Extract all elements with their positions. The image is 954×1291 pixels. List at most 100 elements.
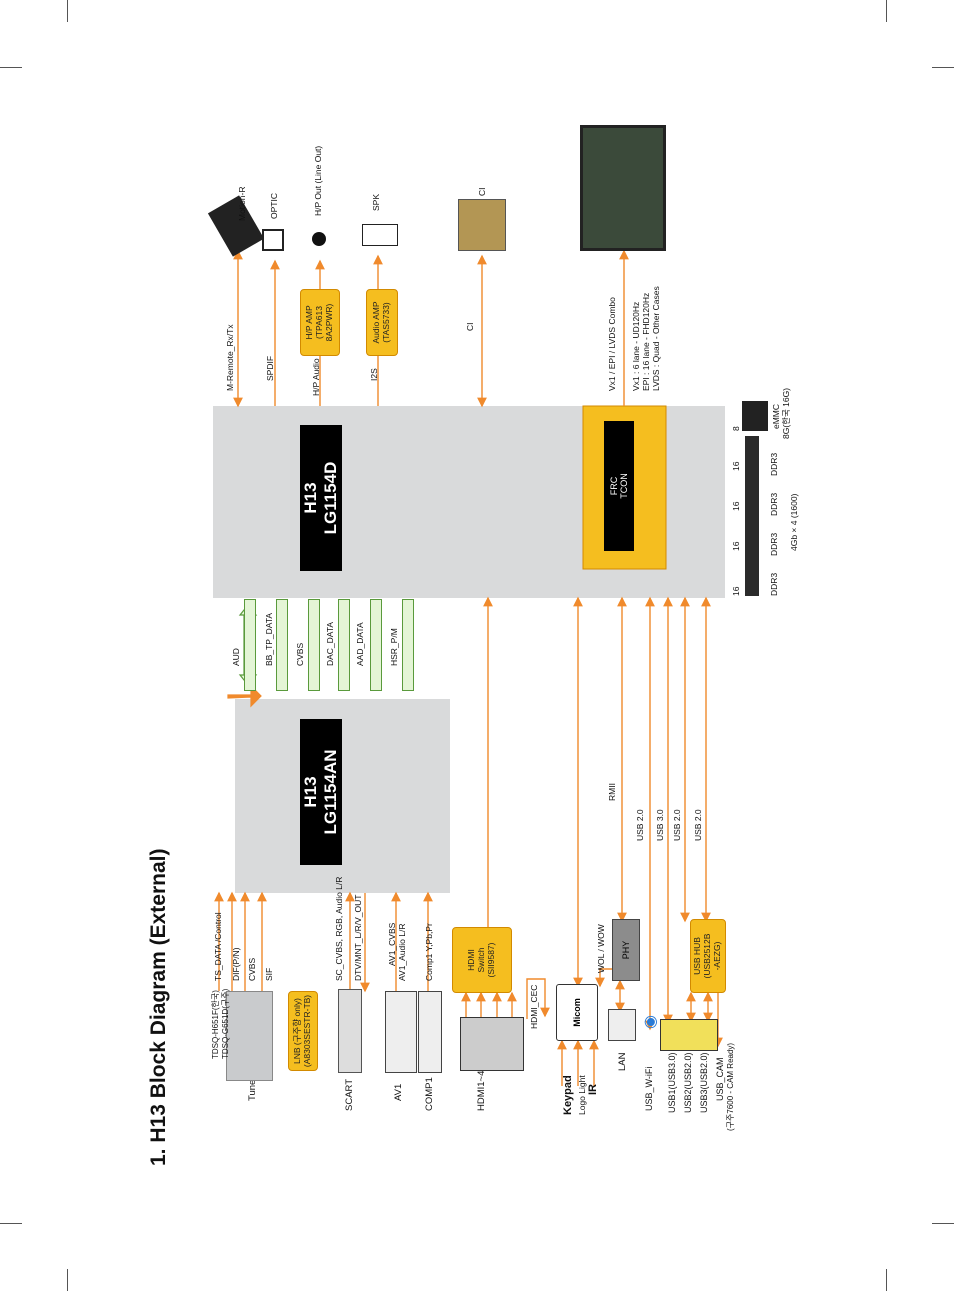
tv-panel-image [580,125,666,251]
crop-mark [67,0,68,22]
lan-jack [608,1009,636,1041]
usb-link-wifi: USB 2.0 [635,809,645,841]
keypad-label: Keypad [562,1075,574,1115]
optic-label: OPTIC [269,193,279,219]
frc-chip: FRC TCON [604,421,634,551]
audio-amp-line2: (TAS5733) [381,302,391,343]
scart-in-label: SC_CVBS, RGB, Audio L/R [334,876,344,981]
comp1-connector [418,991,442,1073]
lan-label: LAN [617,1052,628,1071]
page-title: 1. H13 Block Diagram (External) [147,848,170,1166]
bus-aad: AAD_DATA [355,622,365,666]
ddr-label-3: DDR3 [769,492,779,516]
spk-label: SPK [371,193,381,211]
frc-chip-line2: TCON [619,473,629,499]
bus-dac: DAC_DATA [325,621,335,666]
bus-arrow-2 [276,599,288,691]
usb-link-2: USB 2.0 [672,809,682,841]
usb-cam-note: (구주7600 - CAM Ready) [726,1042,735,1131]
i2s-label: I2S [369,368,379,381]
panel-note-1: Vx1 : 6 lane - UD120Hz [631,301,641,391]
usb-cam-label: USB_CAM [715,1057,725,1101]
sub-soc-block [235,699,450,893]
bus-arrow-4 [338,599,350,691]
bus-aud: AUD [231,648,241,666]
m-remote-label: M-Remote_Rx/Tx [225,324,235,391]
ddr-label-4: DDR3 [769,452,779,476]
av1-cvbs-label: AV1_CVBS [387,922,397,966]
wol-line [595,968,612,988]
speaker-icon [362,224,398,246]
tuner-model-1: TDSQ-H651F(한국) [211,990,220,1059]
panel-link-label: Vx1 / EPI / LVDS Combo [607,297,617,391]
aud-arrow [227,684,262,708]
optic-icon [262,229,284,251]
dif-label: DIF(P/N) [231,947,241,981]
main-chip: H13 LG1154D [300,425,342,571]
bus-bb-tp: BB_TP_DATA [264,612,274,666]
bus-arrow-5 [370,599,382,691]
sub-chip: H13 LG1154AN [300,719,342,865]
ci-card-image [458,199,506,251]
av1-label: AV1 [393,1083,404,1101]
crop-mark [932,67,954,68]
scart-out-label: DTV/MNT_L/R/V_OUT [353,894,363,981]
bus-arrow-6 [402,599,414,691]
hp-jack-icon [312,232,326,246]
lnb-line2: (A8303SESTR-TB) [302,994,312,1068]
rmii-label: RMII [607,783,617,801]
hdmi-cec-line [526,978,550,1019]
panel-note-2: EPI : 16 lane - FHD120Hz [641,292,651,391]
wifi-icon: ◉ [642,1015,659,1029]
emmc-width: 8 [731,426,741,431]
hdmi-connectors [460,1017,524,1071]
emmc-label: eMMC [771,403,781,429]
ci-top-label: CI [477,187,487,197]
comp1-signal-label: Comp1 Y,Pb,Pr [424,923,434,981]
hdmi-cec-label: HDMI_CEC [529,984,539,1029]
tuner-image [226,991,273,1081]
ddr-width-3: 16 [731,501,741,511]
crop-mark [886,0,887,22]
sub-chip-line1: H13 [301,776,321,808]
phy-box: PHY [612,919,640,981]
ddr-total-label: 4Gb × 4 (1600) [789,493,799,551]
panel-note-3: LVDS : Quad - Other Cases [651,286,661,391]
usb-link-3: USB 2.0 [693,809,703,841]
ddr-chips [745,436,759,596]
hdmi-switch-line3: (SII9587) [485,942,496,978]
hp-out-label: H/P Out (Line Out) [313,145,323,216]
usb-link-1: USB 3.0 [655,809,665,841]
av1-audio-label: AV1_Audio L/R [397,923,407,982]
tuner-model-2: TDSQ-G651D(구주) [221,988,230,1059]
main-chip-line1: H13 [301,482,321,514]
bus-arrow-3 [308,599,320,691]
crop-mark [932,1223,954,1224]
phy-label: PHY [621,940,631,960]
ts-data-label: TS_DATA /Control [213,912,223,981]
bus-arrow-1 [244,599,256,691]
main-chip-line2: LG1154D [321,461,340,535]
audio-amp-box: Audio AMP (TAS5733) [366,289,398,356]
motion-r-label: Motion-R [237,186,247,221]
comp1-label: COMP1 [424,1077,435,1111]
lnb-box: LNB (구주향 only) (A8303SESTR-TB) [288,991,318,1071]
ddr-width-1: 16 [731,586,741,596]
ddr-width-2: 16 [731,541,741,551]
ddr-width-4: 16 [731,461,741,471]
emmc-size-label: 8G(한국 16G) [781,387,791,439]
emmc-chip [742,401,768,431]
av1-connector [385,991,417,1073]
wol-label: WOL / WOW [596,924,606,973]
usb-hub-line3: -AEZG) [711,941,722,971]
bus-hsr: HSR_P/M [389,628,399,666]
scart-label: SCART [344,1078,355,1111]
bus-cvbs: CVBS [295,642,305,666]
micom-label: Micom [572,998,582,1027]
usb-wifi-label: USB_W-iFi [644,1066,654,1111]
crop-mark [67,1269,68,1291]
usb3-label: USB3(USB2.0) [699,1052,709,1113]
ddr-label-2: DDR3 [769,532,779,556]
